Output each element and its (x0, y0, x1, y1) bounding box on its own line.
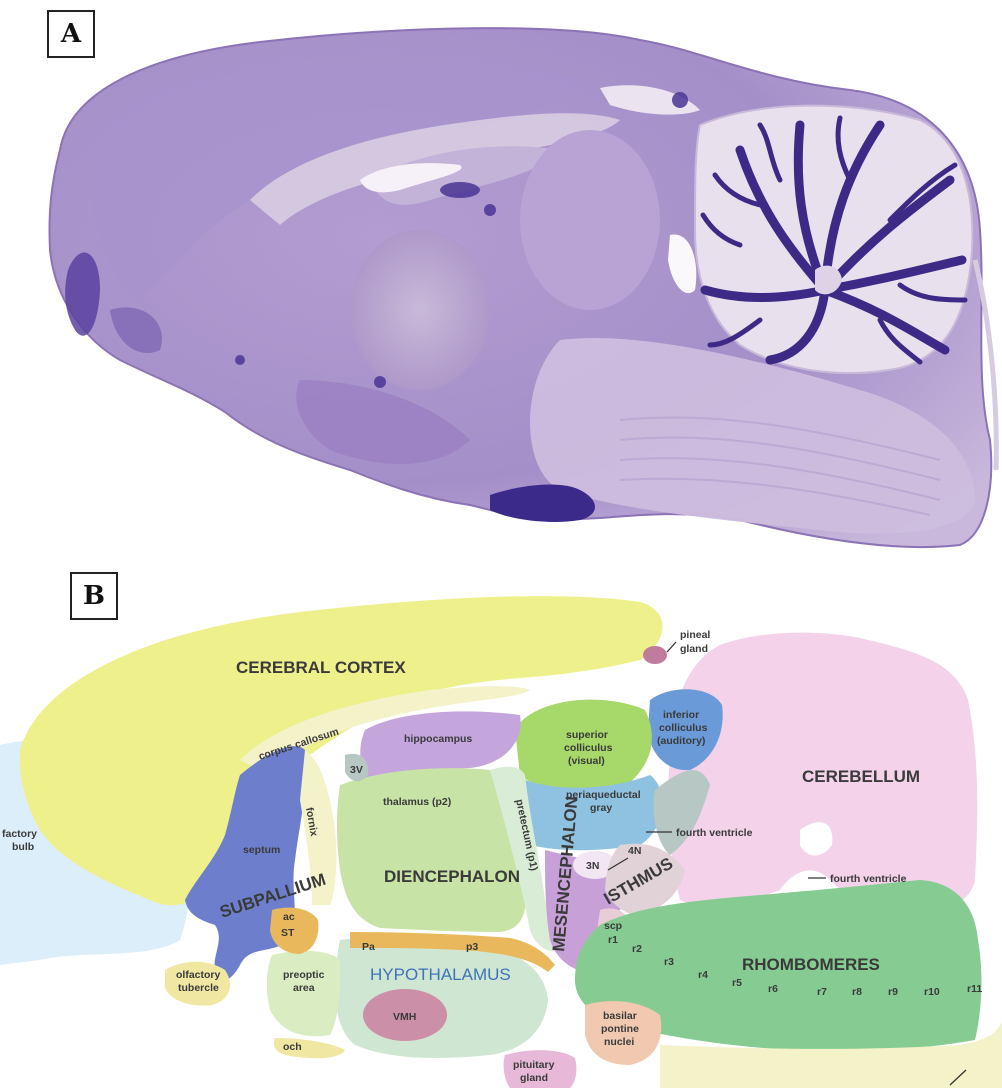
cerebellum-label: CEREBELLUM (802, 767, 920, 786)
pituitary-gland-label-2: gland (520, 1072, 548, 1084)
histology-section (0, 0, 1002, 560)
cerebral-cortex-label: CEREBRAL CORTEX (236, 658, 406, 677)
rhombomere-r1-label: r1 (608, 934, 618, 946)
rhombomere-r6-label: r6 (768, 983, 778, 995)
fourth-ventricle-label-2: fourth ventricle (830, 873, 907, 885)
rhombomere-r2-label: r2 (632, 943, 642, 955)
inferior-colliculus-label-3: (auditory) (657, 735, 705, 747)
diencephalon-label: DIENCEPHALON (384, 867, 520, 886)
hypothalamus-label: HYPOTHALAMUS (370, 965, 511, 984)
third-ventricle-label: 3V (350, 764, 363, 776)
olfactory-bulb-label-1: factory (2, 828, 37, 840)
rhombomere-r7-label: r7 (817, 986, 827, 998)
superior-colliculus-label-1: superior (566, 729, 608, 741)
preoptic-area-label-2: area (293, 982, 315, 994)
basilar-pontine-label-3: nuclei (604, 1036, 634, 1048)
panel-a: A (0, 0, 1002, 560)
vmh-label: VMH (393, 1011, 416, 1023)
thalamus-label: thalamus (p2) (383, 796, 451, 808)
panel-b: CEREBRAL CORTEX pineal gland CEREBELLUM … (0, 560, 1002, 1088)
rhombomere-r11-label: r11 (967, 983, 982, 995)
panel-a-label: A (47, 10, 95, 58)
inferior-colliculus-label-1: inferior (663, 709, 699, 721)
rhombomere-r9-label: r9 (888, 986, 898, 998)
olfactory-tubercle-label-1: olfactory (176, 969, 221, 981)
basilar-pontine-label-2: pontine (601, 1023, 639, 1035)
ac-label: ac (283, 911, 295, 923)
thalamus-region (350, 230, 490, 390)
pituitary-gland-label-1: pituitary (513, 1059, 555, 1071)
superior-colliculus-label-3: (visual) (568, 755, 605, 767)
pineal-gland-label-1: pineal (680, 629, 710, 641)
fourth-ventricle-label-1: fourth ventricle (676, 827, 753, 839)
rhombomeres-label: RHOMBOMERES (742, 955, 880, 974)
p3-label: p3 (466, 941, 478, 953)
midbrain-region (520, 130, 660, 310)
olfactory-tubercle-label-2: tubercle (178, 982, 219, 994)
superior-colliculus-label-2: colliculus (564, 742, 613, 754)
inferior-colliculus-label-2: colliculus (659, 722, 708, 734)
4n-label: 4N (628, 845, 641, 857)
scp-label: scp (604, 920, 622, 932)
3n-label: 3N (586, 860, 599, 872)
pineal-gland-label-2: gland (680, 643, 708, 655)
rhombomere-r10-label: r10 (924, 986, 940, 998)
pineal-gland-region (643, 646, 667, 664)
och-label: och (283, 1041, 302, 1053)
cerebellum-stain (695, 106, 972, 373)
rhombomere-r3-label: r3 (664, 956, 674, 968)
periaqueductal-gray-label-2: gray (590, 802, 612, 814)
panel-b-label: B (70, 572, 118, 620)
olfactory-bulb-label-2: bulb (12, 841, 34, 853)
st-label: ST (281, 927, 295, 939)
brain-atlas-diagram: CEREBRAL CORTEX pineal gland CEREBELLUM … (0, 560, 1002, 1088)
rhombomere-r4-label: r4 (698, 969, 708, 981)
basilar-pontine-label-1: basilar (603, 1010, 637, 1022)
pa-label: Pa (362, 941, 375, 953)
septum-label: septum (243, 844, 280, 856)
rhombomere-r5-label: r5 (732, 977, 742, 989)
rhombomere-r8-label: r8 (852, 986, 862, 998)
preoptic-area-label-1: preoptic (283, 969, 325, 981)
hippocampus-label: hippocampus (404, 733, 472, 745)
